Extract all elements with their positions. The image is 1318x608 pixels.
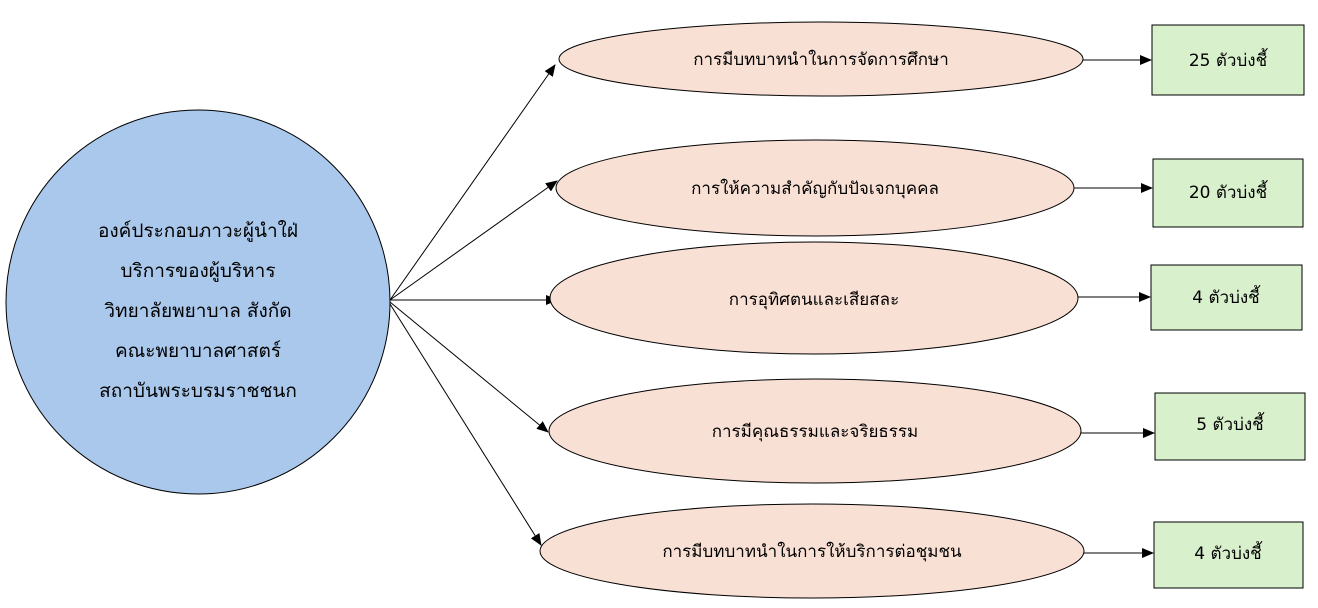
component-label: การให้ความสำคัญกับปัจเจกบุคคล bbox=[691, 178, 939, 199]
component-1: การมีบทบาทนำในการจัดการศึกษา bbox=[558, 21, 1084, 97]
arrow-to-component-4 bbox=[389, 301, 549, 433]
indicator-box-1: 25 ตัวบ่งชี้ bbox=[1151, 24, 1305, 96]
indicator-count: 20 ตัวบ่งชี้ bbox=[1189, 180, 1268, 203]
component-2: การให้ความสำคัญกับปัจเจกบุคคล bbox=[555, 139, 1075, 237]
indicator-count: 4 ตัวบ่งชี้ bbox=[1194, 541, 1263, 564]
component-3: การอุทิศตนและเสียสละ bbox=[549, 241, 1079, 355]
indicator-box-2: 20 ตัวบ่งชี้ bbox=[1152, 158, 1304, 228]
component-4: การมีคุณธรรมและจริยธรรม bbox=[548, 378, 1082, 484]
indicator-box-4: 5 ตัวบ่งชี้ bbox=[1154, 392, 1306, 461]
indicator-count: 25 ตัวบ่งชี้ bbox=[1189, 48, 1268, 71]
center-line: องค์ประกอบภาวะผู้นำใฝ่ bbox=[98, 220, 298, 242]
indicator-count: 4 ตัวบ่งชี้ bbox=[1192, 285, 1261, 308]
indicator-count: 5 ตัวบ่งชี้ bbox=[1196, 412, 1265, 435]
center-line: คณะพยาบาลศาสตร์ bbox=[115, 340, 281, 362]
arrow-to-component-2 bbox=[389, 180, 558, 301]
center-line: บริการของผู้บริหาร bbox=[120, 260, 275, 282]
component-5: การมีบทบาทนำในการให้บริการต่อชุมชน bbox=[539, 503, 1085, 599]
indicator-box-3: 4 ตัวบ่งชี้ bbox=[1150, 264, 1303, 331]
component-label: การมีคุณธรรมและจริยธรรม bbox=[712, 422, 919, 442]
indicator-box-5: 4 ตัวบ่งชี้ bbox=[1153, 521, 1304, 589]
component-label: การมีบทบาทนำในการให้บริการต่อชุมชน bbox=[662, 541, 962, 562]
component-label: การมีบทบาทนำในการจัดการศึกษา bbox=[693, 49, 949, 70]
center-line: สถาบันพระบรมราชชนก bbox=[99, 380, 297, 402]
component-label: การอุทิศตนและเสียสละ bbox=[729, 290, 899, 310]
arrow-to-component-5 bbox=[389, 303, 542, 546]
center-line: วิทยาลัยพยาบาล สังกัด bbox=[104, 300, 292, 322]
arrow-to-component-1 bbox=[389, 64, 556, 301]
central-concept: องค์ประกอบภาวะผู้นำใฝ่ บริการของผู้บริหา… bbox=[5, 109, 391, 495]
